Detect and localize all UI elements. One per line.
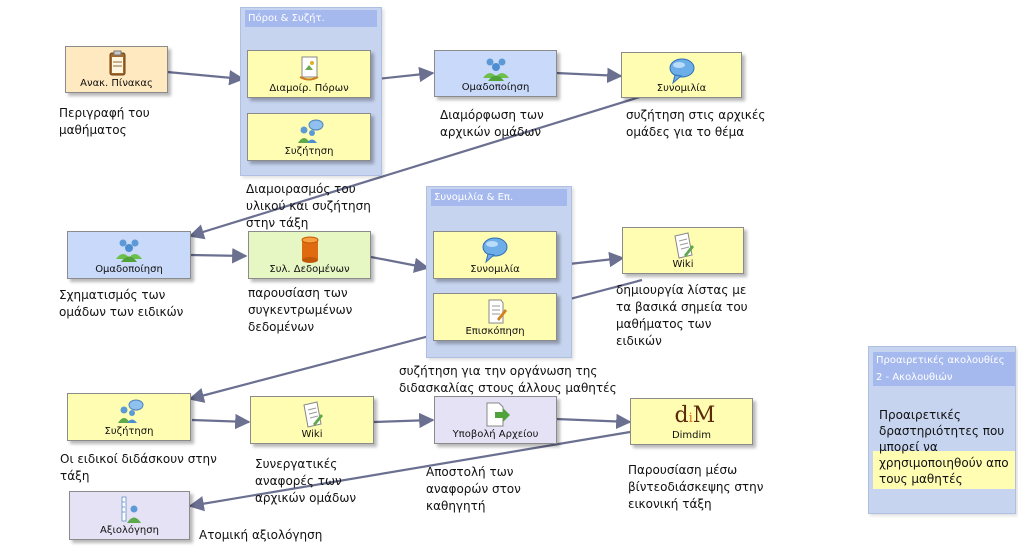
arrow-chat-group-to-wiki [568, 251, 625, 268]
arrow-omadopoiisi-to-synomilia [555, 67, 623, 84]
arrow-dimdim-to-axiologisi [188, 430, 631, 512]
desc-atomiki: Ατομική αξιολόγηση [199, 528, 323, 542]
node-label: Συλ. Δεδομένων [269, 264, 350, 275]
node-omadopoiisi-1[interactable]: Ομαδοποίηση [434, 50, 557, 97]
group-title-chat: Συνομιλία & Επ. [431, 189, 567, 206]
node-label: Διαμοίρ. Πόρων [269, 83, 349, 94]
node-label: Ομαδοποίηση [461, 82, 530, 93]
arrow-poron-to-omadopoiisi [376, 66, 435, 83]
node-wiki-2[interactable]: Wiki [250, 396, 374, 444]
group-title-resources: Πόροι & Συζήτ. [245, 10, 377, 27]
node-synomilia-1[interactable]: Συνομιλία [621, 52, 742, 98]
node-dimdim[interactable]: diM Dimdim [630, 398, 753, 445]
node-label: Dimdim [671, 430, 712, 441]
clipboard-icon [109, 50, 125, 76]
arrow-dedomena-to-chat-group [370, 255, 430, 273]
optional-panel-note-highlight [873, 451, 1015, 489]
forum-people-icon [118, 399, 144, 423]
database-icon [301, 236, 318, 263]
file-submit-icon [486, 402, 510, 427]
arrow-syzitisi-2-to-wiki-2 [191, 413, 251, 430]
group-people-icon [116, 239, 142, 262]
arrow-omadopoiisi-2-to-dedomena [190, 248, 248, 264]
node-diamoir-poron[interactable]: Διαμοίρ. Πόρων [247, 50, 371, 98]
arrow-ypovoli-to-dimdim [555, 413, 632, 430]
node-synomilia-2[interactable]: Συνομιλία [433, 231, 557, 279]
node-ypovoli-arxeiou[interactable]: Υποβολή Αρχείου [434, 396, 557, 444]
node-label: Wiki [301, 429, 323, 440]
node-anak-pinakas[interactable]: Ανακ. Πίνακας [65, 46, 168, 93]
resource-document-icon [299, 56, 319, 81]
node-label: Ανακ. Πίνακας [80, 78, 153, 89]
node-label: Συνομιλία [656, 83, 707, 94]
node-syzitisi-2[interactable]: Συζήτηση [67, 393, 191, 441]
node-label: Αξιολόγηση [100, 525, 159, 536]
optional-sequences-panel[interactable]: Προαιρετικές ακολουθίες 2 - Ακολουθιών Π… [868, 346, 1016, 514]
arrow-synomilia-to-omadopoiisi-2 [188, 90, 657, 240]
node-label: Επισκόπηση [465, 326, 525, 337]
wiki-page-icon [303, 401, 323, 428]
optional-panel-text: Προαιρετικές δραστηριότητες που μπορεί ν… [879, 408, 1009, 486]
arrow-wiki-2-to-ypovoli [373, 412, 435, 429]
chat-bubble-icon [482, 237, 508, 264]
chat-bubble-icon [669, 58, 694, 85]
node-syzitisi-1[interactable]: Συζήτηση [247, 113, 371, 161]
notepad-icon [488, 299, 507, 324]
node-label: Υποβολή Αρχείου [452, 429, 539, 440]
node-episkopisi[interactable]: Επισκόπηση [433, 293, 557, 341]
arrow-pinakas-to-poron [166, 70, 245, 86]
node-label: Ομαδοποίηση [95, 264, 163, 275]
node-label: Συζήτηση [284, 146, 334, 157]
node-omadopoiisi-2[interactable]: Ομαδοποίηση [67, 231, 191, 279]
node-syl-dedomenon[interactable]: Συλ. Δεδομένων [248, 231, 371, 279]
node-axiologisi[interactable]: Αξιολόγηση [69, 491, 190, 540]
node-label: Συνομιλία [470, 264, 520, 275]
forum-people-icon [298, 119, 324, 143]
optional-panel-title: Προαιρετικές ακολουθίες 2 - Ακολουθιών [873, 352, 1015, 386]
node-label: Wiki [672, 259, 694, 270]
group-people-icon [482, 58, 509, 81]
node-label: Συζήτηση [104, 426, 154, 437]
node-wiki-1[interactable]: Wiki [622, 227, 744, 274]
assessment-icon [121, 496, 141, 523]
dimdim-logo: diM [674, 403, 716, 428]
wiki-page-icon [674, 232, 694, 259]
